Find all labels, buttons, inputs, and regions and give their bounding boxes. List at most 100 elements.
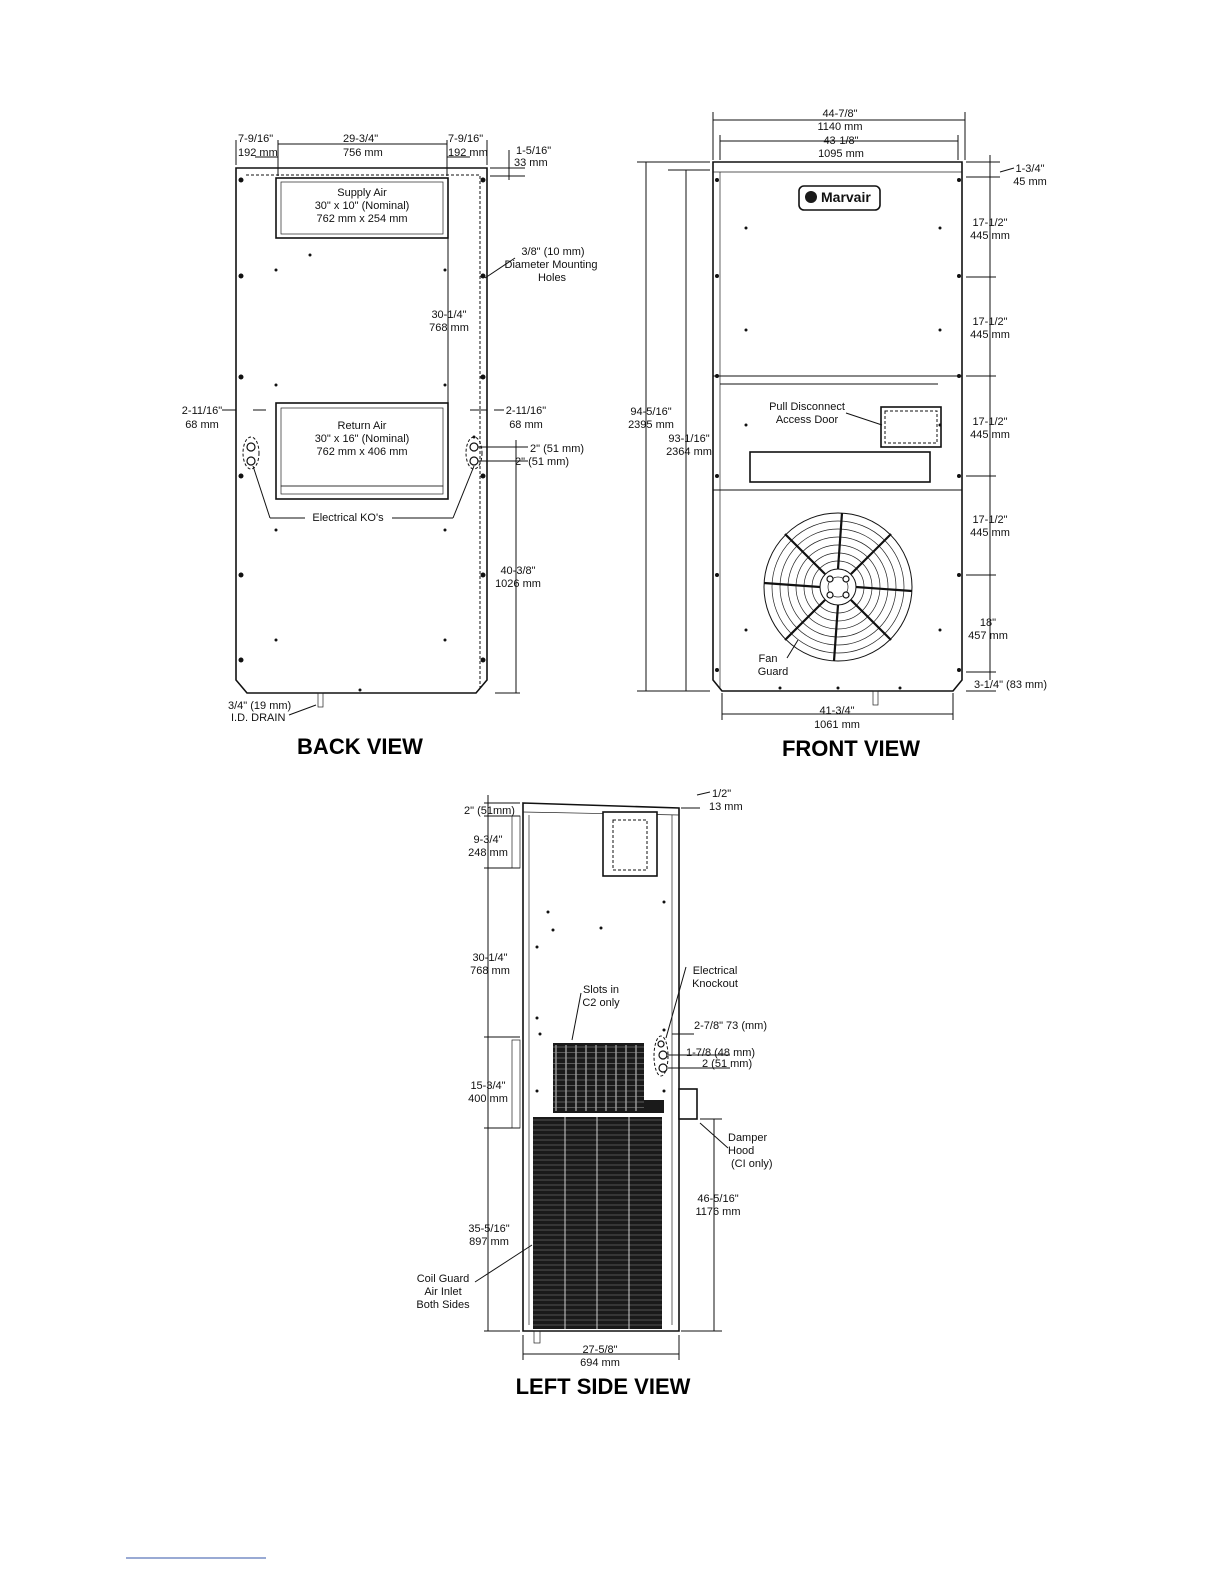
coil-guard-label-3: Both Sides [416, 1299, 470, 1311]
pull-disconnect-label-2: Access Door [776, 414, 839, 426]
pull-disconnect-door [880, 406, 942, 448]
back-dim-right-side-in: 2-11/16" [506, 405, 546, 417]
svg-text:93-1/16": 93-1/16" [668, 433, 709, 445]
side-dim-coil-in: 35-5/16" [468, 1223, 509, 1235]
electrical-kos-label: Electrical KO's [312, 512, 384, 524]
front-dim-overall-width-in: 44-7/8" [822, 108, 857, 120]
svg-text:756 mm: 756 mm [343, 147, 383, 159]
svg-text:Electrical KO's: Electrical KO's [312, 512, 384, 524]
svg-text:2-7/8" 73 (mm): 2-7/8" 73 (mm) [694, 1020, 767, 1032]
front-dim-seg2-mm: 445 mm [970, 329, 1010, 341]
front-dim-base-width-in: 41-3/4" [819, 705, 854, 717]
front-dim-top-mm: 45 mm [1013, 176, 1047, 188]
side-dim-top-gap: 2" (51mm) [464, 805, 515, 817]
svg-text:C2 only: C2 only [582, 997, 620, 1009]
mounting-holes-label-3: Holes [538, 272, 567, 284]
svg-text:Holes: Holes [538, 272, 567, 284]
svg-text:2395 mm: 2395 mm [628, 419, 674, 431]
back-dim-left-side-in: 2-11/16" [182, 405, 222, 417]
supply-air-label: Supply Air [337, 187, 387, 199]
svg-text:I.D. DRAIN: I.D. DRAIN [231, 712, 285, 724]
side-dim-coil-mm: 897 mm [469, 1236, 509, 1248]
front-dim-seg4-mm: 445 mm [970, 527, 1010, 539]
svg-text:Access Door: Access Door [776, 414, 839, 426]
svg-text:FRONT VIEW: FRONT VIEW [782, 736, 920, 761]
svg-text:2-11/16": 2-11/16" [506, 405, 546, 417]
svg-text:94-5/16": 94-5/16" [630, 406, 671, 418]
svg-text:30" x 16" (Nominal): 30" x 16" (Nominal) [315, 433, 410, 445]
return-air-size-mm: 762 mm x 406 mm [316, 446, 407, 458]
return-air-opening [275, 402, 449, 500]
svg-text:1061 mm: 1061 mm [814, 719, 860, 731]
front-dim-overall-width-mm: 1140 mm [817, 121, 862, 133]
damper-hood [678, 1088, 698, 1120]
back-dim-right-margin-in: 7-9/16" [448, 133, 483, 145]
left-side-view-title: LEFT SIDE VIEW [516, 1374, 691, 1399]
svg-text:1140 mm: 1140 mm [817, 121, 862, 133]
svg-text:248 mm: 248 mm [468, 847, 508, 859]
svg-text:762 mm x 406 mm: 762 mm x 406 mm [316, 446, 407, 458]
front-dim-top-in: 1-3/4" [1016, 163, 1045, 175]
svg-text:Both Sides: Both Sides [416, 1299, 470, 1311]
svg-text:30" x 10" (Nominal): 30" x 10" (Nominal) [315, 200, 410, 212]
damper-hood-label-3: (CI only) [731, 1158, 773, 1170]
svg-text:Hood: Hood [728, 1145, 754, 1157]
front-dim-inner-width-mm: 1095 mm [818, 148, 864, 160]
svg-text:17-1/2": 17-1/2" [972, 316, 1007, 328]
svg-text:3/4" (19 mm): 3/4" (19 mm) [228, 700, 291, 712]
front-dim-seg5-mm: 457 mm [968, 630, 1008, 642]
svg-text:Slots in: Slots in [583, 984, 619, 996]
svg-text:45 mm: 45 mm [1013, 176, 1047, 188]
supply-air-size: 30" x 10" (Nominal) [315, 200, 410, 212]
back-dim-bottom-in: 40-3/8" [500, 565, 535, 577]
side-slots [553, 1043, 664, 1113]
svg-text:3/8" (10 mm): 3/8" (10 mm) [521, 246, 584, 258]
svg-text:Coil Guard: Coil Guard [417, 1273, 470, 1285]
damper-hood-label-1: Damper [728, 1132, 767, 1144]
front-dim-seg4-in: 17-1/2" [972, 514, 1007, 526]
side-dim-middle-mm: 768 mm [470, 965, 510, 977]
back-dim-between-in: 30-1/4" [431, 309, 466, 321]
side-dim-damper-mm: 400 mm [468, 1093, 508, 1105]
svg-text:Return Air: Return Air [338, 420, 387, 432]
back-dim-ko-spacing-1: 2" (51 mm) [530, 443, 584, 455]
svg-text:762 mm x 254 mm: 762 mm x 254 mm [316, 213, 407, 225]
svg-text:768 mm: 768 mm [470, 965, 510, 977]
svg-text:457 mm: 457 mm [968, 630, 1008, 642]
svg-text:1095 mm: 1095 mm [818, 148, 864, 160]
svg-text:30-1/4": 30-1/4" [472, 952, 507, 964]
svg-text:44-7/8": 44-7/8" [822, 108, 857, 120]
svg-text:30-1/4": 30-1/4" [431, 309, 466, 321]
front-dim-seg2-in: 17-1/2" [972, 316, 1007, 328]
back-dim-right-side-mm: 68 mm [509, 419, 543, 431]
front-view: Marvair [628, 108, 1047, 761]
back-dim-left-margin-mm: 192 mm [238, 147, 278, 159]
svg-text:192 mm: 192 mm [238, 147, 278, 159]
back-dim-bottom-mm: 1026 mm [495, 578, 541, 590]
svg-text:1-5/16": 1-5/16" [516, 145, 551, 157]
electrical-knockout-label-2: Knockout [692, 978, 738, 990]
svg-text:46-5/16": 46-5/16" [697, 1193, 738, 1205]
svg-text:2" (51 mm): 2" (51 mm) [530, 443, 584, 455]
back-view-title: BACK VIEW [297, 734, 423, 759]
svg-text:13 mm: 13 mm [709, 801, 743, 813]
front-louver [749, 451, 931, 483]
marvair-logo: Marvair [798, 185, 881, 211]
damper-hood-label-2: Hood [728, 1145, 754, 1157]
svg-text:Damper: Damper [728, 1132, 767, 1144]
svg-text:2" (51 mm): 2" (51 mm) [515, 456, 569, 468]
svg-text:9-3/4": 9-3/4" [474, 834, 503, 846]
side-dim-right-height-mm: 1176 mm [695, 1206, 740, 1218]
svg-text:LEFT SIDE VIEW: LEFT SIDE VIEW [516, 1374, 691, 1399]
fan-guard-label-1: Fan [759, 653, 778, 665]
supply-air-size-mm: 762 mm x 254 mm [316, 213, 407, 225]
fan-guard-label-2: Guard [758, 666, 789, 678]
back-drain [317, 692, 324, 708]
svg-text:2" (51mm): 2" (51mm) [464, 805, 515, 817]
svg-text:27-5/8": 27-5/8" [582, 1344, 617, 1356]
side-dim-ko-offset: 2-7/8" 73 (mm) [694, 1020, 767, 1032]
side-dim-ko-spacing-2: 2 (51 mm) [702, 1058, 752, 1070]
coil-guard-label-2: Air Inlet [424, 1286, 461, 1298]
svg-text:35-5/16": 35-5/16" [468, 1223, 509, 1235]
